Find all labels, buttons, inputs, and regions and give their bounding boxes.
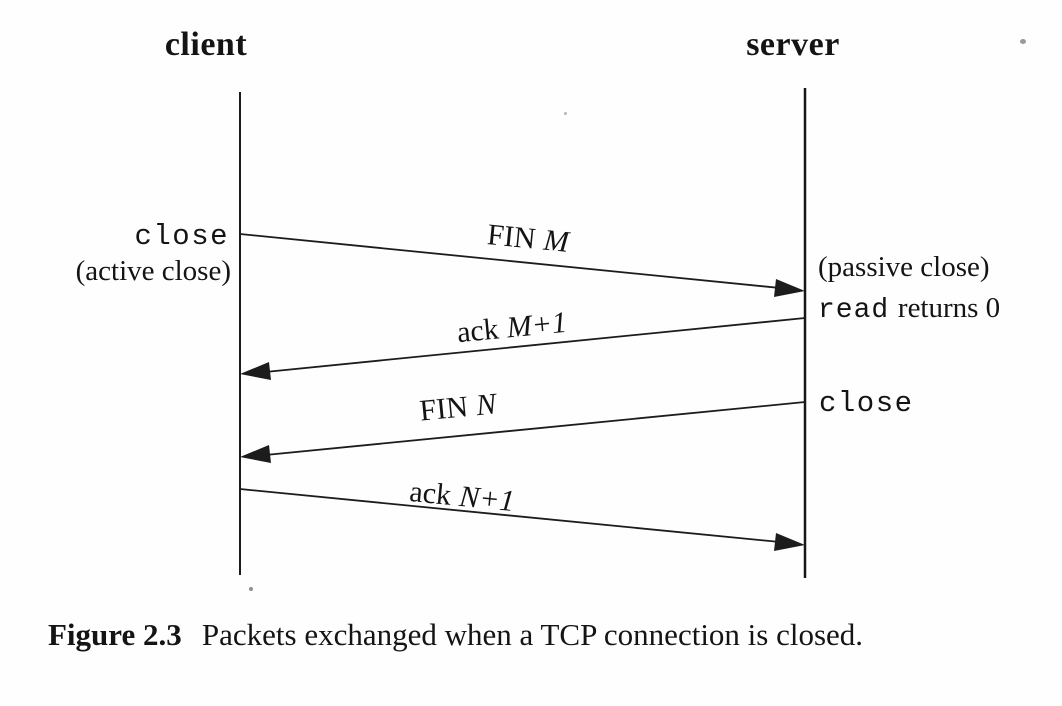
server-close-call-label: close [819,387,914,420]
ack-m1-variable: M+1 [505,305,569,345]
read-call-label: read [818,295,890,326]
fin-n-text: FIN [418,390,470,428]
fin-n-line [244,401,806,458]
read-result-label: returns 0 [897,292,1001,324]
caption-text: Packets exchanged when a TCP connection … [201,617,864,652]
caption-figure-number: Figure 2.3 [48,617,182,652]
server-column-label: server [746,26,840,63]
active-close-note: (active close) [75,255,231,287]
figure-caption: Figure 2.3 Packets exchanged when a TCP c… [48,617,863,653]
fin-n-variable: N [474,387,498,423]
ack-m1-arrowhead [240,362,271,380]
passive-close-note: (passive close) [818,251,990,283]
scan-speck-bottom [249,587,253,591]
fin-m-text: FIN [485,218,538,256]
fin-n-arrowhead [240,445,271,463]
fin-m-variable: M [542,223,571,259]
client-column-label: client [164,26,248,63]
ack-n1-variable: N+1 [457,479,517,518]
ack-m1-text: ack [455,312,501,350]
scan-speck-top-right [1020,39,1026,44]
client-close-call-label: close [134,220,229,253]
ack-n1-text: ack [408,475,453,512]
ack-m1-line [244,317,806,375]
fin-m-line [239,233,801,291]
ack-n1-arrowhead [774,533,805,551]
scan-speck-middle [564,112,567,115]
ack-n1-line [239,488,801,545]
fin-m-arrowhead [774,279,805,297]
